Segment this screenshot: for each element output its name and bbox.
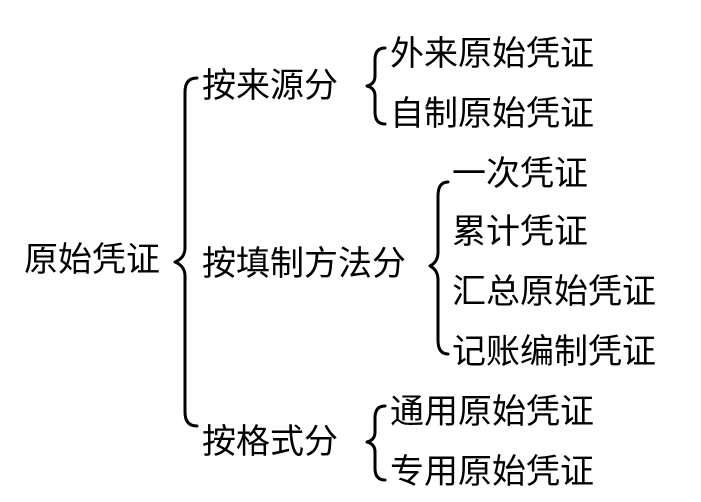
- root-label: 原始凭证: [24, 240, 160, 280]
- leaf-cumulative-voucher: 累计凭证: [452, 212, 588, 252]
- leaf-accounting-voucher: 记账编制凭证: [452, 332, 656, 372]
- category-method-label: 按填制方法分: [202, 244, 406, 284]
- category-format-label: 按格式分: [202, 422, 338, 462]
- category-source-label: 按来源分: [202, 66, 338, 106]
- leaf-special-voucher: 专用原始凭证: [390, 452, 594, 492]
- leaf-external-voucher: 外来原始凭证: [390, 34, 594, 74]
- source-brace: [365, 46, 387, 126]
- leaf-one-time-voucher: 一次凭证: [452, 154, 588, 194]
- method-brace: [428, 180, 450, 356]
- format-brace: [365, 404, 387, 482]
- main-brace: [173, 76, 199, 428]
- leaf-general-voucher: 通用原始凭证: [390, 392, 594, 432]
- leaf-internal-voucher: 自制原始凭证: [390, 94, 594, 134]
- leaf-summary-voucher: 汇总原始凭证: [452, 272, 656, 312]
